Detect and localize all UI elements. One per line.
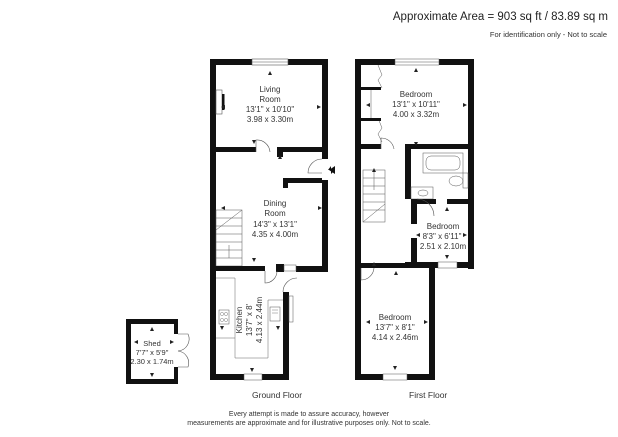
kitchen-imperial: 13'7" x 8': [245, 303, 254, 336]
ground-floor-plan: Living Room 13'1" x 10'10" 3.98 x 3.30m …: [210, 58, 335, 381]
shed-label: Shed: [143, 339, 161, 348]
living-room-imperial: 13'1" x 10'10": [246, 105, 294, 114]
shed-plan: Shed 7'7" x 5'9" 2.30 x 1.74m: [126, 319, 190, 384]
identification-note: For identification only - Not to scale: [489, 30, 607, 39]
gf-wall-east-upper: [322, 59, 328, 159]
first-floor-stairs: [362, 169, 386, 223]
bathtub-icon: [422, 152, 464, 174]
toilet-icon: [448, 175, 464, 187]
svg-text:Room: Room: [264, 209, 286, 218]
living-room-door: [255, 139, 271, 153]
living-room-label: Living: [260, 85, 281, 94]
front-door: [307, 158, 323, 174]
kitchen-label: Kitchen: [235, 307, 244, 334]
bedroom-3-imperial: 13'7" x 8'1": [375, 323, 415, 332]
disclaimer-line-1: Every attempt is made to assure accuracy…: [228, 411, 390, 418]
shed-metric: 2.30 x 1.74m: [130, 357, 173, 366]
bedroom-1-label: Bedroom: [400, 90, 433, 99]
sink-icon: [269, 306, 281, 322]
bedroom-1-imperial: 13'1" x 10'11": [392, 100, 440, 109]
hob-icon: [218, 309, 230, 325]
bedroom-3-label: Bedroom: [379, 313, 412, 322]
living-room-metric: 3.98 x 3.30m: [247, 115, 294, 124]
dining-room-imperial: 14'3" x 13'1": [253, 220, 297, 229]
bedroom-2-imperial: 8'3" x 6'11": [423, 232, 462, 241]
svg-text:Room: Room: [259, 95, 281, 104]
bedroom-3-metric: 4.14 x 2.46m: [372, 333, 419, 342]
bedroom-2-metric: 2.51 x 2.10m: [420, 242, 467, 251]
washbasin-icon: [417, 189, 429, 197]
shed-door: [177, 333, 190, 352]
shed-imperial: 7'7" x 5'9": [136, 348, 169, 357]
gf-wall-west: [210, 59, 216, 379]
first-floor-plan: Bedroom 13'1" x 10'11" 4.00 x 3.32m Bedr…: [355, 58, 474, 381]
first-floor-label: First Floor: [409, 390, 448, 400]
dining-room-metric: 4.35 x 4.00m: [252, 230, 299, 239]
kitchen-metric: 4.13 x 2.44m: [255, 297, 264, 344]
ground-floor-stairs: [215, 209, 243, 267]
dining-room-label: Dining: [264, 199, 287, 208]
approximate-area: Approximate Area = 903 sq ft / 83.89 sq …: [392, 11, 608, 23]
bedroom-2-label: Bedroom: [427, 222, 460, 231]
entrance-arrow-icon: [329, 166, 335, 174]
disclaimer-line-2: measurements are approximate and for ill…: [187, 420, 431, 427]
gf-wall-east-lower: [322, 180, 328, 272]
bedroom-1-metric: 4.00 x 3.32m: [393, 110, 440, 119]
ground-floor-label: Ground Floor: [252, 390, 303, 400]
